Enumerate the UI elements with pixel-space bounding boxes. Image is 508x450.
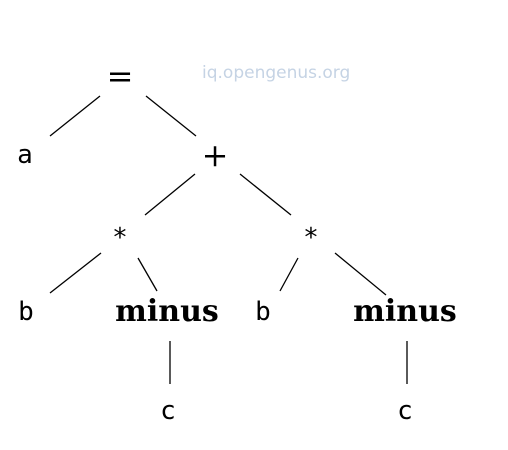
edge-times-left-to-b-left <box>49 252 102 294</box>
watermark: iq.opengenus.org <box>202 63 351 83</box>
edge-equals-to-a <box>49 95 101 137</box>
node-plus: + <box>201 136 229 174</box>
node-b-right: b <box>255 297 271 327</box>
edge-times-left-to-minus-left <box>137 257 158 292</box>
node-equals: = <box>106 57 134 95</box>
edge-plus-to-times-left <box>144 173 196 216</box>
node-minus-left: minus <box>115 294 219 329</box>
node-b-left: b <box>18 297 34 327</box>
edge-equals-to-plus <box>145 95 197 137</box>
node-times-right: * <box>303 223 319 253</box>
node-c-right: c <box>397 396 413 426</box>
node-c-left: c <box>160 396 176 426</box>
node-a: a <box>17 140 33 170</box>
edge-times-right-to-b-right <box>279 257 299 292</box>
node-minus-right: minus <box>353 294 457 329</box>
node-times-left: * <box>112 223 128 253</box>
edge-times-right-to-minus-right <box>334 252 387 296</box>
edge-plus-to-times-right <box>239 173 292 216</box>
